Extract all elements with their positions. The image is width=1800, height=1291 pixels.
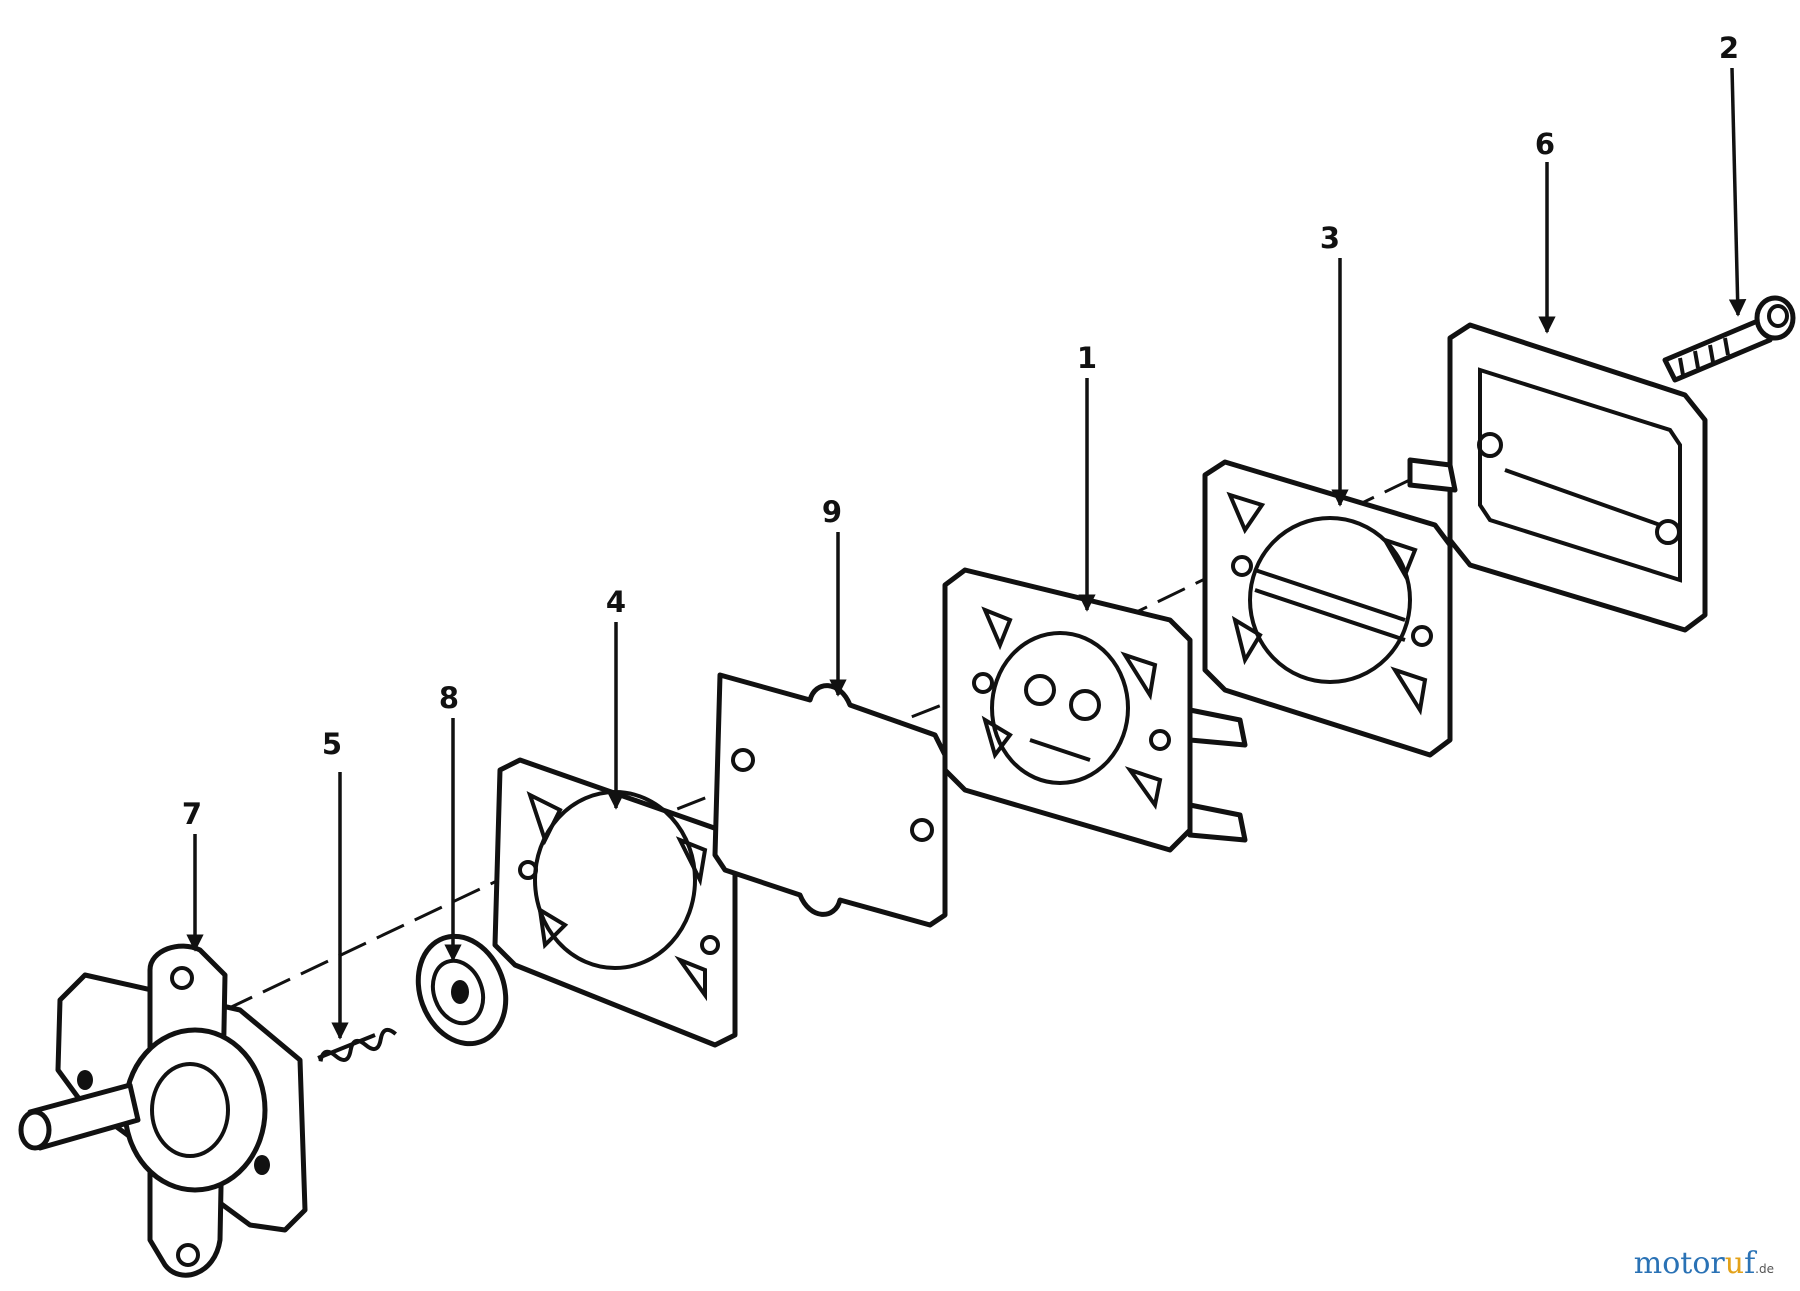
part-9-diaphragm bbox=[712, 672, 948, 928]
motoruf-watermark: motoruf.de bbox=[1633, 1246, 1774, 1281]
part-1-pump-body bbox=[942, 567, 1248, 853]
part-5-spring bbox=[317, 1027, 397, 1062]
callout-1: 1 bbox=[1077, 341, 1097, 375]
part-6-cover bbox=[1407, 322, 1708, 633]
callout-3: 3 bbox=[1320, 221, 1340, 255]
callout-5: 5 bbox=[322, 727, 342, 761]
callout-2: 2 bbox=[1719, 31, 1739, 65]
leader-lines bbox=[186, 67, 1747, 1040]
part-8-valve-seat bbox=[415, 933, 509, 1047]
part-7-pump-base bbox=[18, 943, 308, 1278]
callout-9: 9 bbox=[822, 495, 842, 529]
part-4-gasket bbox=[492, 757, 738, 1048]
callout-labels: 1 2 3 4 5 6 7 8 9 bbox=[182, 31, 1739, 831]
callout-8: 8 bbox=[439, 681, 459, 715]
part-3-gasket bbox=[1202, 459, 1453, 758]
callout-6: 6 bbox=[1535, 127, 1555, 161]
callout-7: 7 bbox=[182, 797, 202, 831]
part-2-screw bbox=[1662, 295, 1796, 383]
callout-4: 4 bbox=[606, 585, 626, 619]
